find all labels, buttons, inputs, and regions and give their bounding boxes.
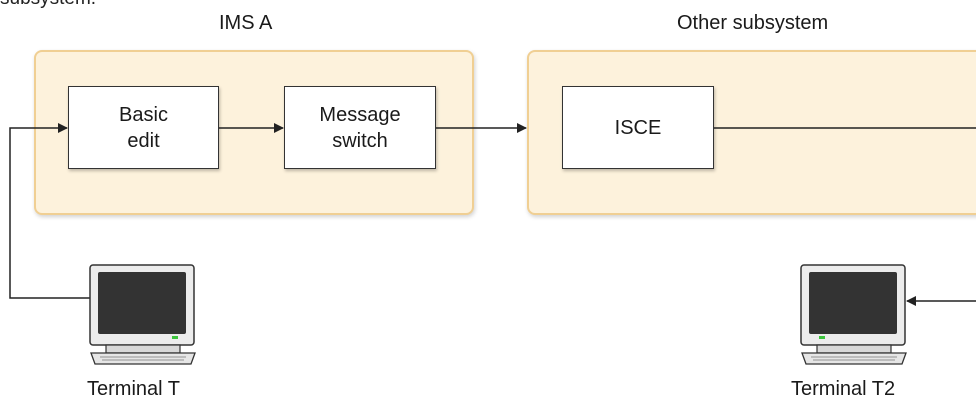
computer-terminal-icon	[800, 264, 907, 365]
isce-label: ISCE	[614, 116, 662, 139]
basic-edit-line2: edit	[127, 129, 160, 152]
terminal-t2	[799, 263, 909, 373]
computer-terminal-icon	[89, 264, 196, 365]
cropped-caption-fragment: subsystem.	[0, 0, 96, 10]
message-switch-box: Message switch	[284, 86, 436, 169]
terminal-t-label: Terminal T	[87, 378, 180, 400]
ims-a-title: IMS A	[219, 12, 273, 34]
isce-box: ISCE	[562, 86, 714, 169]
terminal-t-to-basic-edit-arrow	[9, 123, 90, 299]
message-switch-line1: Message	[319, 103, 401, 126]
message-switch-line2: switch	[332, 129, 388, 152]
terminal-t2-label: Terminal T2	[791, 378, 896, 400]
basic-edit-line1: Basic	[119, 103, 168, 126]
basic-edit-box: Basic edit	[68, 86, 219, 169]
other-subsystem-title: Other subsystem	[677, 12, 829, 34]
terminal-t	[88, 263, 198, 373]
